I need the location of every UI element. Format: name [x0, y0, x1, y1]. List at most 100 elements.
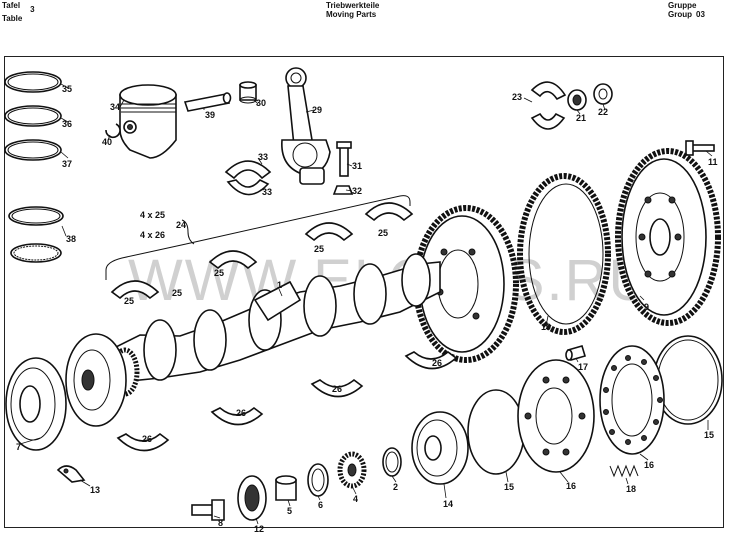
section-title-en: Moving Parts — [326, 10, 377, 19]
bearing-size-top: 4 x 25 — [140, 210, 165, 220]
spacer-sleeve[interactable] — [275, 475, 297, 501]
flywheel-ring-gear[interactable] — [517, 173, 611, 335]
callout-15-right: 15 — [704, 430, 714, 440]
circlip[interactable] — [105, 123, 121, 139]
woodruff-key[interactable] — [56, 465, 86, 483]
rod-bearing-shell-lower[interactable] — [226, 179, 270, 196]
flywheel[interactable] — [615, 148, 721, 326]
group-label-en: Group — [668, 10, 692, 19]
callout-37: 37 — [62, 159, 72, 169]
callout-34: 34 — [110, 102, 120, 112]
vibration-damper-pulley[interactable] — [5, 333, 127, 451]
group-label: Gruppe Group 03 — [668, 1, 705, 19]
callout-25-d: 25 — [378, 228, 388, 238]
piston-pin[interactable] — [183, 92, 232, 112]
front-oil-seal[interactable] — [237, 475, 267, 521]
rod-bearing-shell-upper[interactable] — [224, 160, 272, 180]
group-label-de: Gruppe — [668, 1, 697, 10]
callout-32: 32 — [352, 186, 362, 196]
connecting-rod[interactable] — [281, 67, 331, 185]
callout-7: 7 — [16, 442, 21, 452]
piston-ring-37[interactable] — [4, 139, 62, 161]
callout-17: 17 — [578, 362, 588, 372]
diagram-frame — [4, 56, 724, 528]
flywheel-bolt[interactable] — [685, 140, 715, 156]
piston-rings-group — [4, 71, 64, 263]
callout-22: 22 — [598, 107, 608, 117]
callout-29: 29 — [312, 105, 322, 115]
callout-15-left: 15 — [504, 482, 514, 492]
callout-23: 23 — [512, 92, 522, 102]
piston[interactable] — [119, 84, 177, 159]
callout-36: 36 — [62, 119, 72, 129]
callout-5: 5 — [287, 506, 292, 516]
callout-26-b: 26 — [332, 384, 342, 394]
radial-seal[interactable] — [593, 83, 613, 105]
crankshaft[interactable] — [109, 253, 441, 383]
table-label-de: Tafel — [2, 1, 21, 10]
callout-33-lower: 33 — [262, 187, 272, 197]
callout-10: 10 — [541, 322, 551, 332]
callout-25-b: 25 — [214, 268, 224, 278]
callout-18: 18 — [626, 484, 636, 494]
rod-bolt[interactable] — [336, 141, 352, 177]
main-bearing-shells-upper[interactable] — [110, 202, 414, 300]
oil-ring-expander[interactable] — [10, 243, 62, 263]
section-title: Triebwerkteile Moving Parts — [326, 1, 379, 19]
dowel-pin[interactable] — [565, 345, 586, 361]
clutch-drive-plate[interactable] — [599, 345, 665, 455]
callout-1: 1 — [277, 280, 282, 290]
section-title-de: Triebwerkteile — [326, 1, 380, 10]
callout-16-left: 16 — [566, 481, 576, 491]
callout-2: 2 — [393, 482, 398, 492]
clutch-pressure-plate[interactable] — [517, 359, 595, 473]
callout-12: 12 — [254, 524, 264, 534]
callout-40: 40 — [102, 137, 112, 147]
callout-31: 31 — [352, 161, 362, 171]
main-bearing-shells-lower[interactable] — [116, 350, 458, 452]
bearing-size-bottom: 4 x 26 — [140, 230, 165, 240]
table-label-en: Table — [2, 14, 23, 23]
piston-ring-36[interactable] — [4, 105, 62, 127]
callout-16-right: 16 — [644, 460, 654, 470]
callout-numbers: 35 36 37 38 34 40 39 30 29 33 33 31 32 2… — [16, 84, 718, 534]
callout-25-c: 25 — [314, 244, 324, 254]
pulley-bolt[interactable] — [191, 499, 225, 521]
callout-8: 8 — [218, 518, 223, 528]
callout-6: 6 — [318, 500, 323, 510]
callout-26-a: 26 — [432, 358, 442, 368]
callout-13: 13 — [90, 485, 100, 495]
bearing-size-bracket — [105, 195, 411, 280]
callout-25-e: 25 — [172, 288, 182, 298]
thrust-washer[interactable] — [530, 81, 567, 130]
crankshaft-rear-flange — [413, 205, 519, 363]
thrust-ring[interactable] — [307, 463, 329, 497]
pilot-bearing[interactable] — [567, 89, 587, 111]
rod-nut[interactable] — [332, 185, 354, 195]
piston-ring-35[interactable] — [4, 71, 62, 93]
table-number: 3 — [30, 5, 35, 14]
callout-21: 21 — [576, 113, 586, 123]
leader-lines — [19, 83, 713, 525]
callout-35: 35 — [62, 84, 72, 94]
group-number: 03 — [696, 10, 705, 19]
shim-disc-right[interactable] — [653, 335, 723, 425]
callout-30: 30 — [256, 98, 266, 108]
retaining-ring[interactable] — [382, 447, 402, 477]
callout-38: 38 — [66, 234, 76, 244]
callout-26-c: 26 — [236, 408, 246, 418]
callout-33-upper: 33 — [258, 152, 268, 162]
clutch-spring[interactable] — [609, 464, 639, 478]
callout-11: 11 — [708, 157, 718, 167]
clutch-hub[interactable] — [411, 411, 469, 485]
oil-ring-38[interactable] — [8, 206, 64, 226]
callout-4: 4 — [353, 494, 358, 504]
callout-14: 14 — [443, 499, 453, 509]
small-end-bushing[interactable] — [239, 81, 257, 104]
callout-24: 24 — [176, 220, 186, 230]
callout-39: 39 — [205, 110, 215, 120]
shim-disc-left[interactable] — [467, 389, 525, 475]
crank-sprocket[interactable] — [337, 451, 367, 489]
callout-26-d: 26 — [142, 434, 152, 444]
